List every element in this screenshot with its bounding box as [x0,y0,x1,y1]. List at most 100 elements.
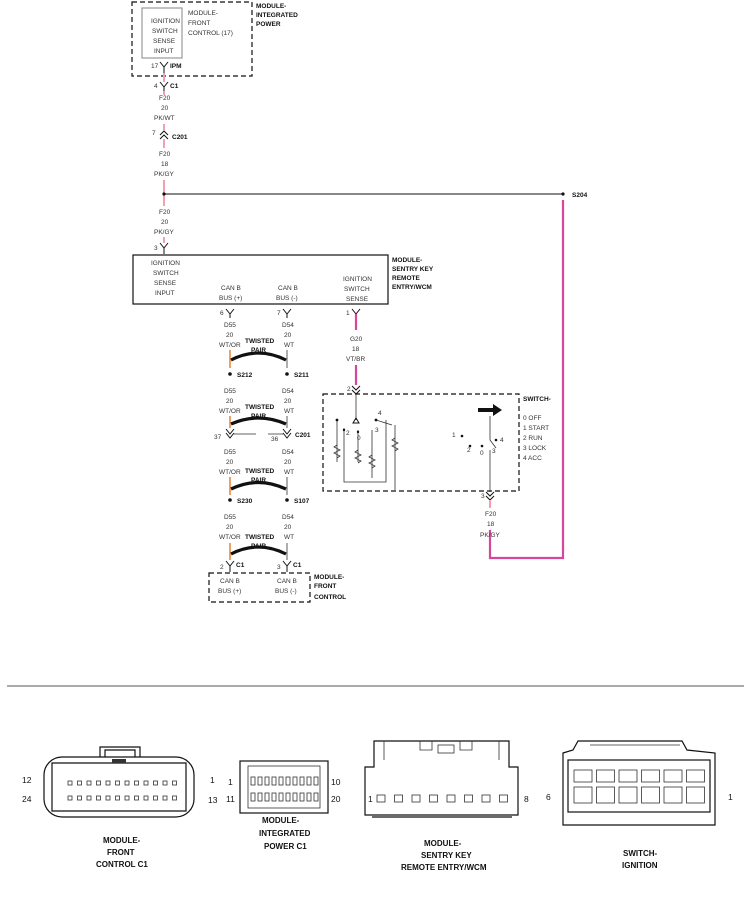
connector-fcm-c1: 12 1 24 13 MODULE- FRONT CONTROL C1 [22,746,218,869]
d54-gauge-3: 20 [284,459,292,466]
fcm-c1-cavity [153,795,158,801]
fcm-c1-cavity [162,780,168,786]
fcm-c1-cavity [96,780,101,786]
switch-title: SWITCH- [523,396,551,403]
f20-pkgy-b-circuit: F20 [159,209,171,216]
fcm-c1-label-l: C1 [236,562,245,569]
d55-gauge-3: 20 [226,459,234,466]
f20-pkwt-color: PK/WT [154,115,175,122]
c201b-label: C201 [295,432,311,439]
skrem-isi-1: IGNITION [151,260,180,267]
fcm-c1-cavity [172,780,177,786]
rotary-pos-3: 3 [492,448,496,455]
skrem-title-2: SENTRY KEY [392,266,434,273]
c201-label: C201 [172,134,188,141]
ipm-c1-cavity [250,776,256,786]
switch-pin-2: 2 [347,386,351,393]
fcm-canp-2: BUS (+) [218,588,241,595]
fcm-c1-cavity [172,795,177,801]
skrem-canm-1: CAN B [278,285,298,292]
ipm-c1-cavity [292,792,298,802]
d54-gauge-1: 20 [284,332,292,339]
switch-pos-run: 2 RUN [523,435,543,442]
f20-pkgy-c-circuit: F20 [485,511,497,518]
skrem-pin-6: 6 [220,310,224,317]
rotary-pos-2: 2 [467,447,471,454]
skrem-conn-pin-8: 8 [524,794,529,804]
fcm-c1-cavity [105,780,111,786]
f20-pkgy-c-color: PK/GY [480,532,501,539]
c201b-pin-36: 36 [271,436,279,443]
sentry-key-module: IGNITION SWITCH SENSE INPUT CAN B BUS (+… [132,254,434,305]
skrem-iss-2: SWITCH [344,286,370,293]
skrem-cavity [446,794,456,803]
connector-sentry-key: 1 8 MODULE- SENTRY KEY REMOTE ENTRY/WCM [364,740,529,872]
d54-gauge-4: 20 [284,524,292,531]
skrem-conn-label-2: SENTRY KEY [421,851,472,860]
ipm-c1-cavity [285,792,291,802]
d55-circuit-3: D55 [224,449,236,456]
skrem-title-1: MODULE- [392,257,422,264]
fcm-c1-pin-12: 12 [22,775,32,785]
f20-pkgy-c-gauge: 18 [487,521,495,528]
twisted-label-1: TWISTED [245,338,275,345]
fcm-c1-cavity [67,795,73,801]
switch-pos-lock: 3 LOCK [523,445,547,452]
splice-s204: S204 [164,192,588,560]
rotary-pos-0: 0 [480,450,484,457]
g20-circuit: G20 [350,336,363,343]
ipm-pin-number: 17 [151,63,159,70]
d55-color-1: WT/OR [219,342,241,349]
fcm-title-2: FRONT [314,583,336,590]
ipm-c1-pin-11: 11 [226,794,235,804]
skrem-conn-label-3: REMOTE ENTRY/WCM [401,863,487,872]
ign-cavity-top [663,769,683,783]
skrem-cavity [499,794,508,803]
d54-circuit-3: D54 [282,449,294,456]
ipm-inner-label-1: IGNITION [151,18,180,25]
d54-circuit-1: D54 [282,322,294,329]
fcm-c1-cavity [77,780,82,786]
f20-pkgy-a-gauge: 18 [161,161,169,168]
front-control-module: CAN B BUS (+) CAN B BUS (-) MODULE- FRON… [208,572,346,603]
fcm-c1-cavity [162,795,168,801]
ign-cavity-top [686,769,705,783]
fcm-c1-label-3: CONTROL C1 [96,860,148,869]
skrem-cavity [464,794,473,803]
fcm-c1-pin-13: 13 [208,795,218,805]
ipm-c1-cavity [299,776,305,786]
ipm-c1-pin-1: 1 [228,777,233,787]
d54-color-2: WT [284,408,294,415]
g20-color: VT/BR [346,356,365,363]
fcm-canp-1: CAN B [220,578,240,585]
fcm-c1-cavity [86,780,92,786]
ign-cavity [596,786,615,804]
ipm-c1-cavity [264,776,270,786]
connector-ipm-c1: 1 10 11 20 MODULE- INTEGRATED POWER C1 [226,760,341,851]
ipm-c1-cavity [257,776,263,786]
ipm-c1-cavity [264,792,270,802]
ipm-c1-label-2: INTEGRATED [259,829,311,838]
ipm-inner-label-2: SWITCH [152,28,178,35]
d54-color-1: WT [284,342,294,349]
switch-int-pin-2: 2 [346,430,350,437]
ipm-module: IGNITION SWITCH SENSE INPUT MODULE- FRON… [131,1,298,77]
ignition-switch-circuit: 1 G20 18 VT/BR 2 SWITCH- 4 2 0 3 1 2 0 3… [322,308,551,539]
pair-label-3: PAIR [251,477,266,484]
skrem-iss-3: SENSE [346,296,369,303]
skrem-cavity [411,794,421,803]
fcm-c1-label-1: MODULE- [103,836,141,845]
c1-pin: 4 [154,83,158,90]
skrem-canp-1: CAN B [221,285,241,292]
f20-pkwt-circuit: F20 [159,95,171,102]
ipm-c1-pin-20: 20 [331,794,341,804]
d54-color-3: WT [284,469,294,476]
fcm-c1-cavity [124,795,130,801]
fcm-canm-1: CAN B [277,578,297,585]
ipm-inner-label-3: SENSE [153,38,176,45]
ign-cavity-top [618,769,638,783]
d54-gauge-2: 20 [284,398,292,405]
ipm-inner-label-4: INPUT [154,48,174,55]
skrem-title-4: ENTRY/WCM [392,284,432,291]
fcm-c1-cavity [143,795,149,801]
